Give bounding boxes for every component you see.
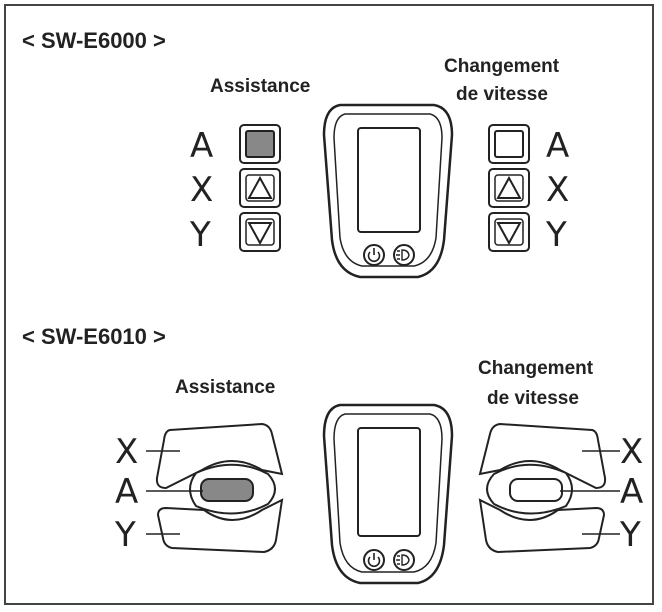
shift-paddle-switch xyxy=(478,422,607,554)
triangle-down-icon xyxy=(247,222,273,246)
shift-lever-y[interactable] xyxy=(478,498,606,554)
triangle-down-icon xyxy=(496,222,522,246)
light-icon xyxy=(396,554,410,566)
display-screen xyxy=(357,427,421,537)
shift-button-a[interactable] xyxy=(488,124,530,164)
assist-button-y[interactable] xyxy=(239,212,281,252)
light-icon xyxy=(396,249,410,261)
left-letter-a: A xyxy=(115,472,138,512)
assistance-caption: Assistance xyxy=(210,76,310,97)
left-letter-y: Y xyxy=(189,215,211,255)
assist-lever-y[interactable] xyxy=(156,498,284,554)
display-unit xyxy=(322,403,454,585)
model-label-sw-e6010: < SW-E6010 > xyxy=(22,324,166,349)
assist-button-x[interactable] xyxy=(239,168,281,208)
right-letter-y: Y xyxy=(619,515,641,555)
power-button[interactable] xyxy=(363,549,385,571)
light-button[interactable] xyxy=(393,549,415,571)
display-unit xyxy=(322,103,454,279)
assist-button-a[interactable] xyxy=(200,478,254,502)
power-icon xyxy=(367,553,381,568)
assist-paddle-switch xyxy=(155,422,284,554)
triangle-up-icon xyxy=(496,175,522,199)
shift-button-y[interactable] xyxy=(488,212,530,252)
shift-caption-line2: de vitesse xyxy=(456,84,548,105)
right-letter-a: A xyxy=(546,126,569,166)
model-label-sw-e6000: < SW-E6000 > xyxy=(22,28,166,53)
left-letter-x: X xyxy=(115,432,138,472)
left-letter-x: X xyxy=(190,170,213,210)
assistance-caption: Assistance xyxy=(175,377,275,398)
triangle-up-icon xyxy=(247,175,273,199)
shift-button-x[interactable] xyxy=(488,168,530,208)
right-letter-x: X xyxy=(546,170,569,210)
power-button[interactable] xyxy=(363,244,385,266)
left-letter-y: Y xyxy=(114,515,136,555)
shift-caption-line1: Changement xyxy=(478,358,594,379)
shift-caption-line2: de vitesse xyxy=(487,388,579,409)
left-letter-a: A xyxy=(190,126,213,166)
right-letter-y: Y xyxy=(545,215,567,255)
right-letter-x: X xyxy=(620,432,643,472)
display-screen xyxy=(357,127,421,233)
assist-button-a[interactable] xyxy=(239,124,281,164)
shift-caption-line1: Changement xyxy=(444,56,560,77)
light-button[interactable] xyxy=(393,244,415,266)
power-icon xyxy=(367,248,381,263)
shift-button-a[interactable] xyxy=(509,478,563,502)
right-letter-a: A xyxy=(620,472,643,512)
